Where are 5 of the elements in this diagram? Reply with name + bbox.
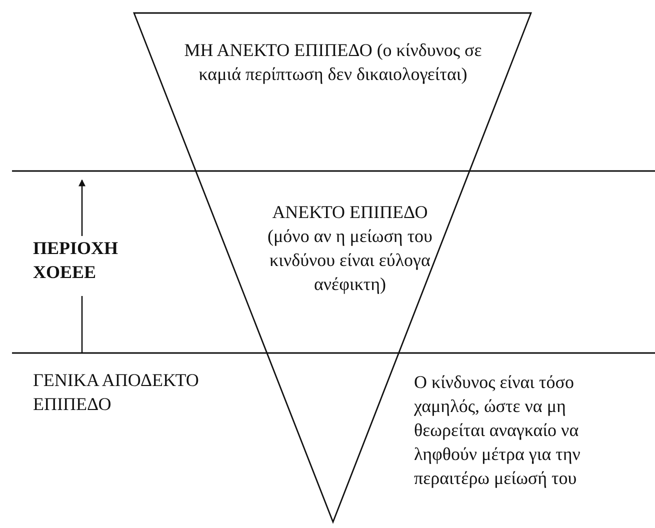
description-text: Ο κίνδυνος είναι τόσο χαμηλός, ώστε να μη θεωρείται αναγκαίο να ληφθούν μέτρα για την περαιτέρω μείωσή του <box>414 371 582 490</box>
zone-title: ΑΝΕΚΤΟ ΕΠΙΠΕΔΟ (μόνο αν η μείωση του κινδύνου είναι εύλογα ανέφικτη) <box>266 201 434 296</box>
zone-title: ΓΕΝΙΚΑ ΑΠΟΔΕΚΤΟ ΕΠΙΠΕΔΟ <box>33 369 200 416</box>
region-label: ΠΕΡΙΟΧΗ ΧΟΕΕΕ <box>33 237 120 284</box>
zone-title: ΜΗ ΑΝΕΚΤΟ ΕΠΙΠΕΔΟ (ο κίνδυνος σε καμιά περίπτωση δεν δικαιολογείται) <box>183 39 483 86</box>
